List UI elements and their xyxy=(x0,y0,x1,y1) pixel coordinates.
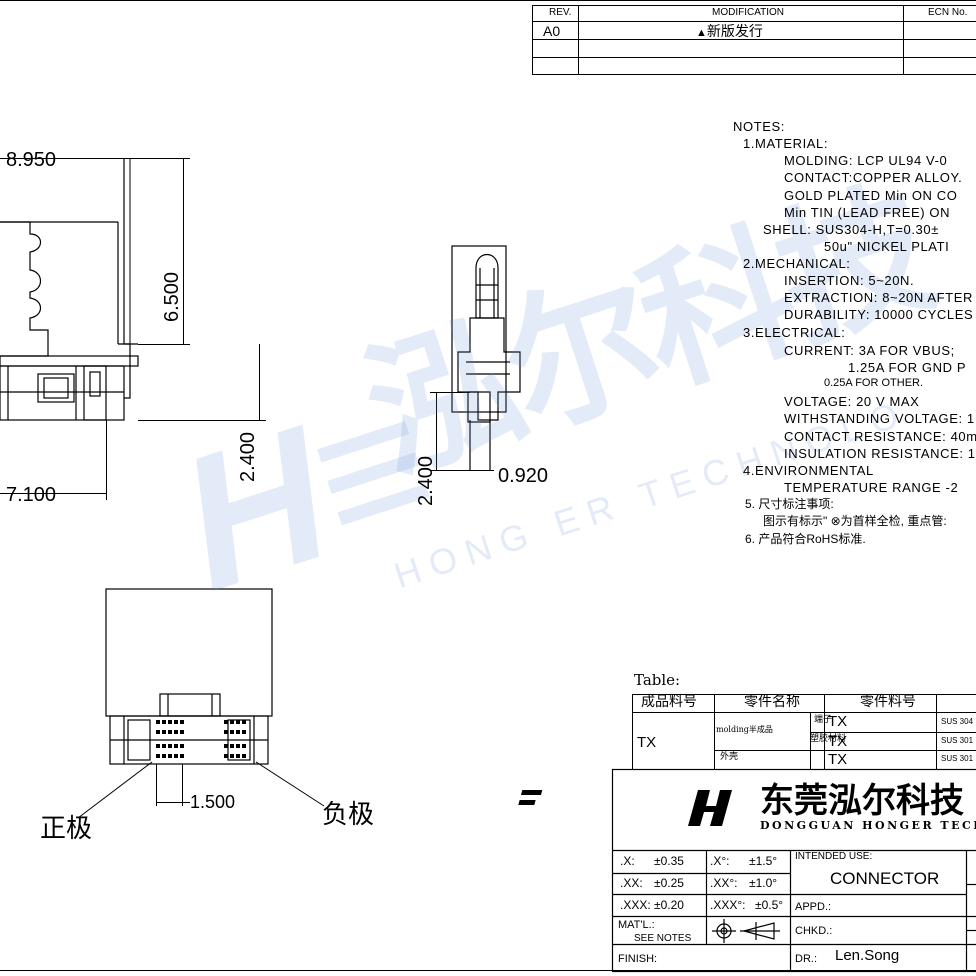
note-line: GOLD PLATED Min ON CO xyxy=(784,188,958,203)
note-line: EXTRACTION: 8~20N AFTER xyxy=(784,290,973,305)
tol-xx-value: ±0.25 xyxy=(654,876,684,890)
ecn-header: ECN No. xyxy=(928,7,968,18)
note-line: NOTES: xyxy=(733,119,785,134)
terminal-view-dimensions xyxy=(430,392,494,471)
note-line: 50u" NICKEL PLATI xyxy=(824,239,950,254)
dim-1-500: 1.500 xyxy=(190,792,236,812)
company-name-en: DONGGUAN HONGER TECHN xyxy=(760,819,976,832)
note-line: CONTACT:COPPER ALLOY. xyxy=(784,170,963,185)
checked-label: CHKD.: xyxy=(795,925,833,937)
table-row-material: SUS 304 xyxy=(941,717,974,726)
tol-xxx-label: .XXX: xyxy=(620,898,651,912)
front-view-dimensions xyxy=(77,761,325,819)
note-line: DURABILITY: 10000 CYCLES xyxy=(784,307,974,322)
note-line: TEMPERATURE RANGE -2 xyxy=(784,480,959,495)
note-line: CURRENT: 3A FOR VBUS; xyxy=(784,343,955,358)
positive-label: 正极 xyxy=(40,814,93,844)
note-line: 5. 尺寸标注事项: xyxy=(745,497,834,511)
dim-2-400-side: 2.400 xyxy=(237,431,259,482)
dim-2-400-terminal: 2.400 xyxy=(415,455,437,506)
note-line: WITHSTANDING VOLTAGE: 1 xyxy=(784,411,975,426)
modification-header: MODIFICATION xyxy=(712,7,785,18)
table-caption: Table: xyxy=(634,671,681,689)
front-view-pins xyxy=(156,720,246,758)
modification-text: 新版发行 xyxy=(706,24,763,40)
note-line: 图示有标示" ⊗为首样全检, 重点管: xyxy=(763,514,947,528)
intended-use-label: INTENDED USE: xyxy=(795,851,873,862)
dim-6-500: 6.500 xyxy=(161,271,183,322)
note-line: INSULATION RESISTANCE: 1 xyxy=(784,446,976,461)
table-row-part: TX xyxy=(828,713,848,730)
drawer-name: Len.Song xyxy=(835,947,900,964)
note-line: 0.25A FOR OTHER. xyxy=(824,377,924,389)
note-line: Min TIN (LEAD FREE) ON xyxy=(784,205,951,220)
tol-xx-angle-value: ±1.0° xyxy=(749,876,778,890)
dim-0-920: 0.920 xyxy=(498,465,549,487)
note-line: 3.ELECTRICAL: xyxy=(743,325,846,340)
note-line: 4.ENVIRONMENTAL xyxy=(743,463,874,478)
table-row-material: SUS 301 xyxy=(941,736,974,745)
table-row-material: SUS 301 xyxy=(941,754,974,763)
revision-block-grid xyxy=(532,5,976,75)
logo-mark xyxy=(518,790,732,826)
drawn-label: DR.: xyxy=(795,953,817,965)
company-name-cn: 东莞泓尔科技 xyxy=(760,781,964,821)
dim-8-950: 8.950 xyxy=(6,149,57,171)
note-line: SHELL: SUS304-H,T=0.30± xyxy=(763,222,939,237)
front-view xyxy=(105,588,273,765)
see-notes-label: SEE NOTES xyxy=(634,933,692,944)
table-row-part: TX xyxy=(828,751,848,768)
title-block-grid xyxy=(611,768,976,973)
rev-value: A0 xyxy=(543,23,561,39)
table-header-product: 成品料号 xyxy=(641,694,697,710)
tol-xx-label: .XX: xyxy=(620,876,643,890)
tol-xxx-value: ±0.20 xyxy=(654,898,684,912)
table-row-part: TX xyxy=(828,733,848,750)
approved-label: APPD.: xyxy=(795,901,832,913)
table-header-part-name: 零件名称 xyxy=(744,694,800,710)
note-line: MOLDING: LCP UL94 V-0 xyxy=(784,153,948,168)
projection-symbol xyxy=(712,919,780,943)
finish-label: FINISH: xyxy=(618,953,658,965)
table-row-name: 外壳 xyxy=(720,752,739,762)
modification-value: ▲新版发行 xyxy=(696,24,763,39)
material-label: MAT'L.: xyxy=(618,919,655,931)
tol-x-angle-label: .X°: xyxy=(710,854,730,868)
note-line: 6. 产品符合RoHS标准. xyxy=(745,532,866,546)
table-group-label: molding半成品 xyxy=(716,725,773,734)
terminal-view xyxy=(451,245,521,470)
table-header-part-no: 零件料号 xyxy=(860,694,916,710)
table-row-name: 端子 xyxy=(814,715,833,725)
side-view xyxy=(0,158,139,421)
note-line: 1.25A FOR GND P xyxy=(848,360,967,375)
rev-header: REV. xyxy=(549,7,572,18)
tol-x-angle-value: ±1.5° xyxy=(749,854,778,868)
side-view-dimensions xyxy=(0,158,266,500)
tol-x-label: .X: xyxy=(620,854,635,868)
negative-label: 负极 xyxy=(322,800,375,830)
parts-table-grid xyxy=(632,694,976,770)
intended-use-value: CONNECTOR xyxy=(830,869,940,888)
table-row-name: 塑胶材料 xyxy=(810,734,847,744)
revision-triangle-icon: ▲ xyxy=(696,27,707,39)
note-line: 2.MECHANICAL: xyxy=(743,256,851,271)
note-line: VOLTAGE: 20 V MAX xyxy=(784,394,920,409)
note-line: INSERTION: 5~20N. xyxy=(784,273,915,288)
tol-xxx-angle-value: ±0.5° xyxy=(755,898,784,912)
table-product-value: TX xyxy=(637,734,657,751)
note-line: 1.MATERIAL: xyxy=(743,136,829,151)
dim-7-100: 7.100 xyxy=(6,484,57,506)
tol-x-value: ±0.35 xyxy=(654,854,684,868)
tol-xx-angle-label: .XX°: xyxy=(710,876,738,890)
tol-xxx-angle-label: .XXX°: xyxy=(710,898,746,912)
note-line: CONTACT RESISTANCE: 40m xyxy=(784,429,976,444)
